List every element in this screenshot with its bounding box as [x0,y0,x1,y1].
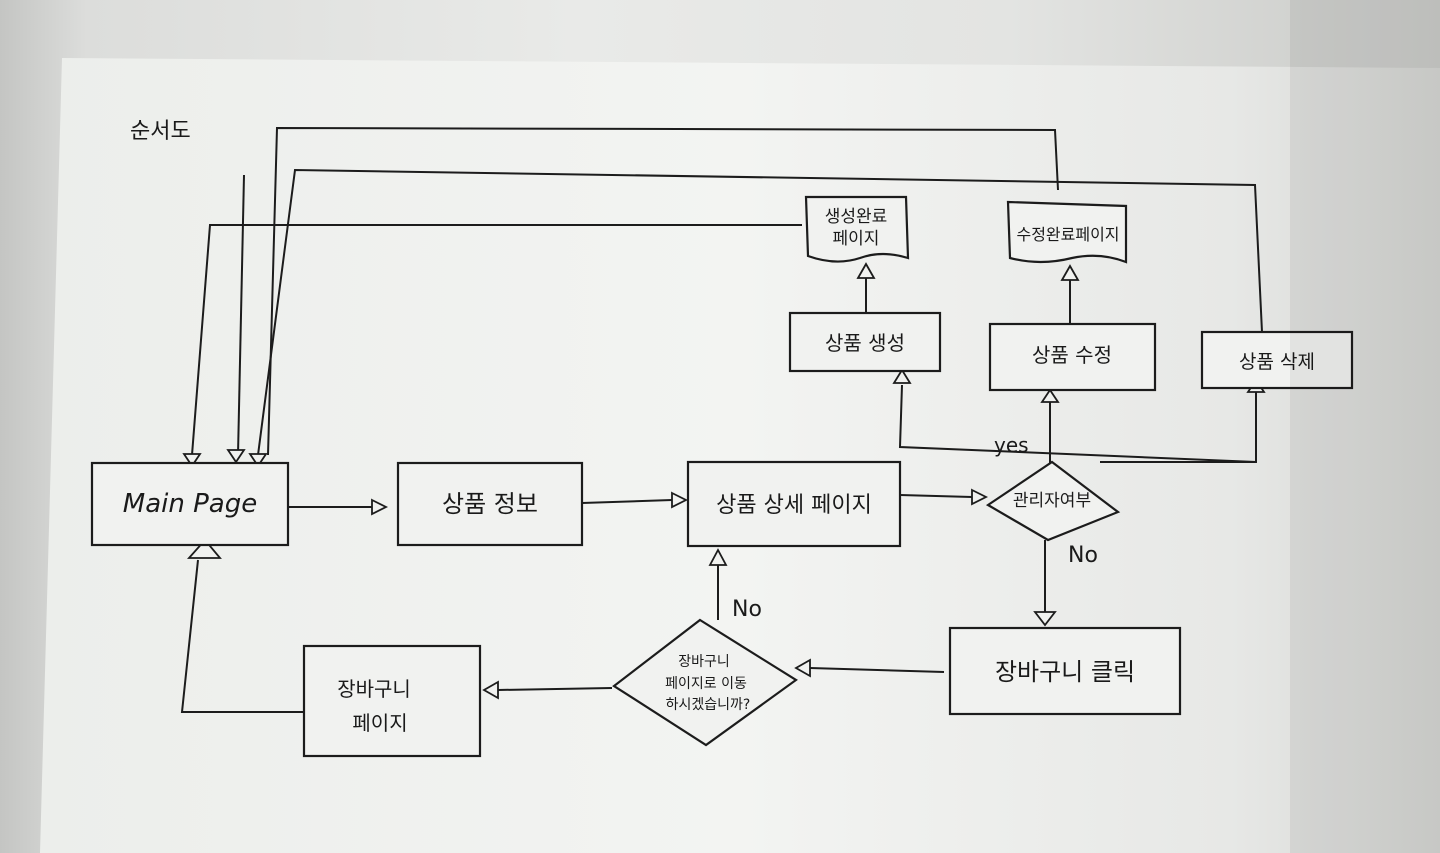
arrowhead-main-top-3 [248,453,268,468]
edge-cart-decision-to-page [497,687,613,691]
edge-edit-done-to-main [267,126,1059,456]
photo-shadow [1290,0,1440,853]
product-info-label: 상품 정보 [442,490,538,518]
arrowhead-to-cart-page [482,680,499,700]
edit-product-label: 상품 수정 [1032,343,1112,367]
edge-stub-main [237,174,245,456]
edge-info-to-detail [581,499,673,504]
main-page-label: Main Page [123,489,257,519]
arrowhead-main-top-2 [226,449,246,464]
cart-click-label: 장바구니 클릭 [995,658,1135,686]
arrowhead-to-main-bottom [186,538,222,559]
edge-cart-page-to-main [180,559,304,713]
node-cart-decision: 장바구니 페이지로 이동 하시겠습니까? [612,618,798,747]
delete-product-label: 상품 삭제 [1239,351,1315,373]
node-product-info: 상품 정보 [396,461,584,547]
create-done-line2: 페이지 [833,229,880,249]
edge-delete-to-main [257,168,1263,456]
create-done-line1: 생성완료 [825,207,888,227]
edge-yes-bus [898,384,1257,464]
product-detail-label: 상품 상세 페이지 [716,493,872,518]
arrowhead-to-cart-decision [794,658,811,678]
arrowhead-to-detail [708,548,728,566]
edit-done-label: 수정완료페이지 [1016,225,1119,244]
arrowhead-info-to-detail [671,491,689,509]
arrowhead-to-edit [1040,388,1060,403]
node-create-done-page: 생성완료 페이지 [804,195,910,263]
cart-decision-line1: 장바구니 [678,654,730,670]
node-create-product: 상품 생성 [788,311,942,373]
admin-decision-label: 관리자여부 [1013,491,1091,511]
node-product-detail: 상품 상세 페이지 [686,460,902,548]
edge-label-no-admin: No [1068,543,1098,568]
arrowhead-to-cart-click [1033,611,1057,627]
edge-create-done-to-main [191,224,802,456]
cart-decision-line2: 페이지로 이동 [665,676,747,692]
arrowhead-main-top-1 [182,453,202,468]
arrowhead-edit-to-done [1060,264,1080,281]
arrowhead-create-to-done [856,262,876,279]
cart-page-line1: 장바구니 [337,677,411,701]
create-product-label: 상품 생성 [825,331,905,355]
cart-decision-line3: 하시겠습니까? [666,697,751,713]
node-cart-page: 장바구니 페이지 [302,644,482,758]
arrowhead-main-to-info [371,498,389,516]
edge-detail-to-admin [899,494,973,498]
edge-cart-click-to-decision [809,667,945,673]
node-main-page: Main Page [90,461,290,547]
node-admin-decision: 관리자여부 [985,460,1121,542]
edge-label-yes: yes [994,433,1029,457]
cart-page-line2: 페이지 [352,711,407,735]
arrowhead-to-create [892,368,912,384]
node-edit-done-page: 수정완료페이지 [1006,200,1128,264]
edge-label-no-cart: No [732,597,762,622]
node-delete-product: 상품 삭제 [1200,330,1354,390]
node-edit-product: 상품 수정 [988,322,1157,392]
diagram-title: 순서도 [130,119,191,144]
node-cart-click: 장바구니 클릭 [948,626,1182,716]
arrowhead-detail-to-admin [971,488,989,506]
